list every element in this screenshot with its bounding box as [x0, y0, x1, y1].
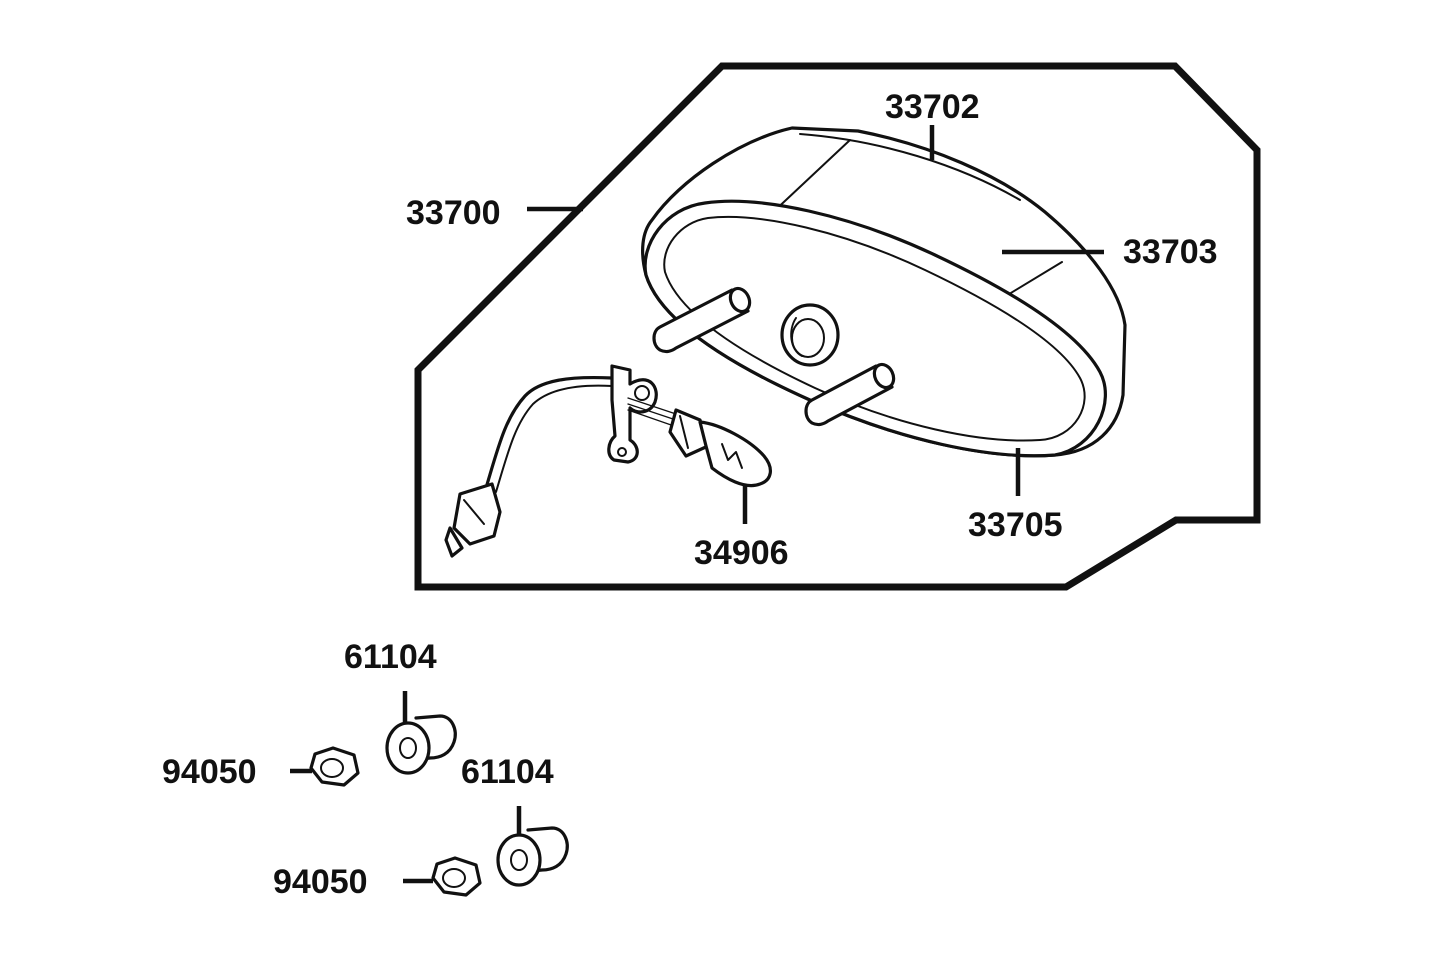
label-nut-lower: 94050 [273, 863, 368, 901]
label-housing-body: 33703 [1123, 233, 1218, 271]
grommet-hole [780, 303, 840, 367]
label-lens: 33705 [968, 506, 1063, 544]
stud-upper [652, 286, 752, 354]
label-nut-upper: 94050 [162, 753, 257, 791]
grommet-lower-part [496, 826, 569, 887]
assembly-boundary [414, 62, 1261, 591]
nut-lower-part [431, 856, 482, 897]
label-bulb: 34906 [694, 534, 789, 572]
label-assembly: 33700 [406, 194, 501, 232]
stud-lower [804, 362, 896, 427]
bulb-socket-assembly [444, 364, 772, 558]
label-grommet-upper: 61104 [344, 638, 437, 676]
nut-upper-part [309, 746, 360, 787]
label-grommet-lower: 61104 [461, 753, 554, 791]
label-housing-top: 33702 [885, 88, 980, 126]
lens-face [643, 199, 1107, 458]
grommet-upper-part [385, 714, 457, 775]
